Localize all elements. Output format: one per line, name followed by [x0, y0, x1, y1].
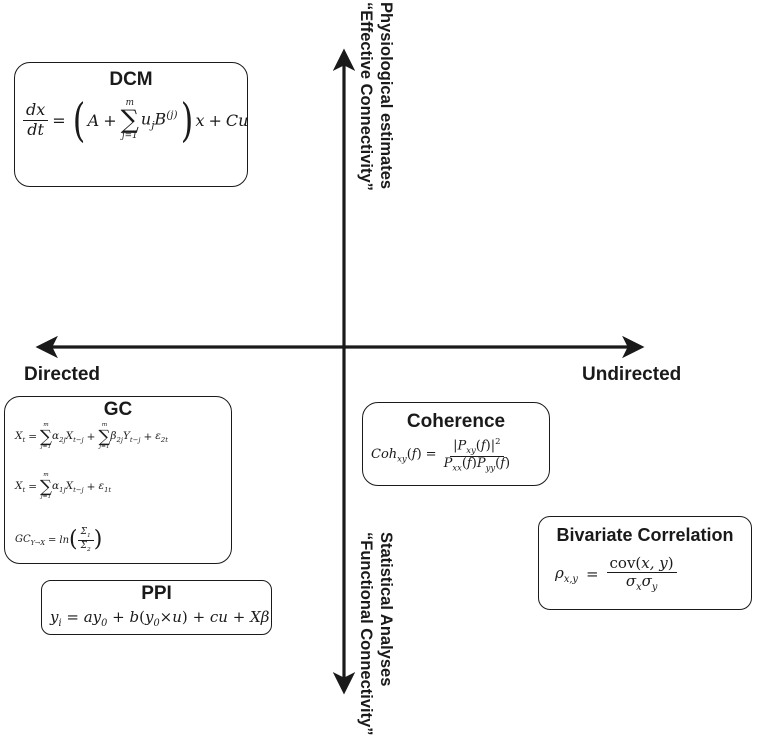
axis-label-directed: Directed — [24, 364, 101, 385]
gc-equation-2: Xt= m∑j=1 α1jXt−j+ε1t — [15, 472, 112, 500]
coherence-title: Coherence — [406, 411, 506, 432]
bivariate-correlation-title: Bivariate Correlation — [556, 525, 734, 545]
dcm-title: DCM — [109, 69, 153, 90]
gc-equation-1: Xt= m∑j=1 α2jXt−j+ m∑j=1 β2jYt−j+ε2t — [15, 422, 168, 450]
gc-title: GC — [103, 399, 133, 420]
coherence-equation: Cohxy(f)= |Pxy(f)|2 Pxx(f)Pyy(f) — [371, 436, 511, 473]
axis-label-effective-connectivity: Physiological estimates “Effective Conne… — [356, 2, 396, 191]
bivariate-correlation-equation: ρx,y= cov(x, y) σxσy — [555, 554, 677, 593]
axis-label-functional-line: “Functional Connectivity” — [357, 532, 375, 736]
ppi-title: PPI — [141, 583, 172, 604]
axis-label-functional-connectivity: Statistical Analyses “Functional Connect… — [356, 532, 396, 736]
ppi-box: PPI yi = ay0 + b(y0×u) + cu + Xβ — [41, 580, 272, 635]
quadrant-axes — [35, 48, 645, 695]
ppi-equation: yi = ay0 + b(y0×u) + cu + Xβ — [50, 608, 270, 629]
gc-box: GC Xt= m∑j=1 α2jXt−j+ m∑j=1 β2jYt−j+ε2t … — [4, 396, 232, 564]
axis-label-physiological-line: Physiological estimates — [377, 2, 395, 190]
bivariate-correlation-box: Bivariate Correlation ρx,y= cov(x, y) σx… — [538, 516, 752, 610]
axis-label-statistical-line: Statistical Analyses — [377, 532, 395, 687]
coherence-box: Coherence Cohxy(f)= |Pxy(f)|2 Pxx(f)Pyy(… — [362, 402, 550, 486]
axis-label-effective-line: “Effective Connectivity” — [357, 2, 375, 191]
axis-label-undirected: Undirected — [582, 364, 682, 385]
